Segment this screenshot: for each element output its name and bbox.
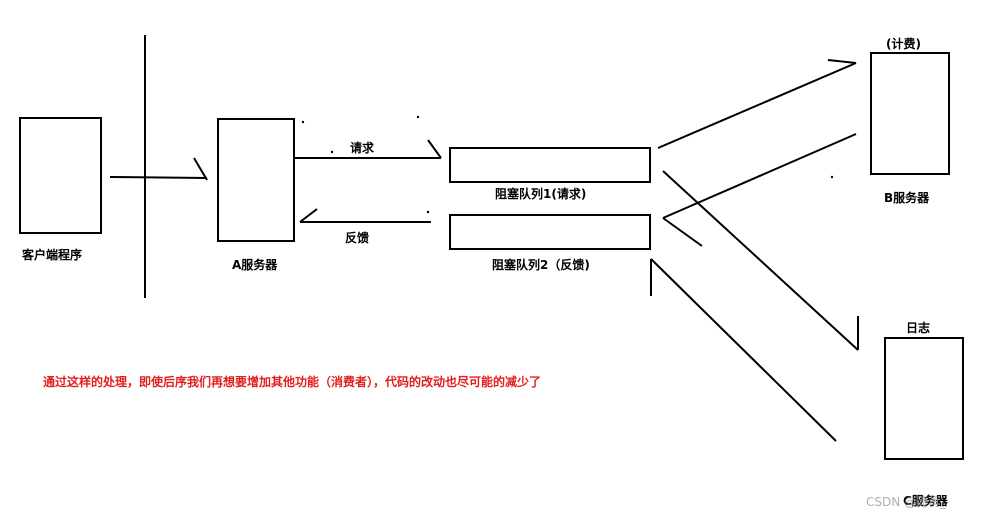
queue2-box	[449, 214, 651, 250]
server-b-label: B服务器	[884, 190, 930, 205]
server-c-tag: 日志	[906, 320, 930, 335]
server-a-box	[217, 118, 295, 242]
feedback-arrowhead	[299, 208, 318, 223]
request-label: 请求	[350, 140, 375, 155]
queue1-to-b-arrowhead	[827, 59, 857, 64]
c-to-queue2-arrow	[650, 258, 837, 442]
stray-dot	[330, 150, 334, 154]
server-b-tag: (计费)	[886, 36, 921, 51]
watermark: CSDN @荷苒_	[866, 495, 947, 509]
server-c-box	[884, 337, 964, 460]
queue1-to-c-arrow	[662, 170, 859, 351]
queue2-label: 阻塞队列2（反馈)	[492, 257, 590, 272]
stray-dot	[301, 120, 305, 124]
queue1-label: 阻塞队列1(请求)	[495, 186, 586, 201]
stray-dot	[426, 210, 430, 214]
feedback-label: 反馈	[345, 230, 369, 245]
client-box	[19, 117, 102, 234]
client-label: 客户端程序	[21, 247, 82, 262]
server-a-label: A服务器	[232, 257, 278, 272]
b-to-queue2-arrow	[662, 133, 857, 219]
request-arrowhead	[427, 139, 442, 159]
explanation-note: 通过这样的处理，即使后序我们再想要增加其他功能（消费者），代码的改动也尽可能的减…	[43, 374, 541, 389]
server-b-box	[870, 52, 950, 175]
client-to-a-arrow	[109, 176, 208, 179]
b-to-queue2-arrowhead	[662, 217, 703, 247]
client-to-a-arrowhead	[193, 157, 208, 181]
stray-dot	[830, 175, 834, 179]
server-c-label: C服务器	[903, 493, 949, 508]
queue1-to-b-arrow	[657, 62, 857, 149]
stray-dot	[416, 115, 420, 119]
queue1-box	[449, 147, 651, 183]
